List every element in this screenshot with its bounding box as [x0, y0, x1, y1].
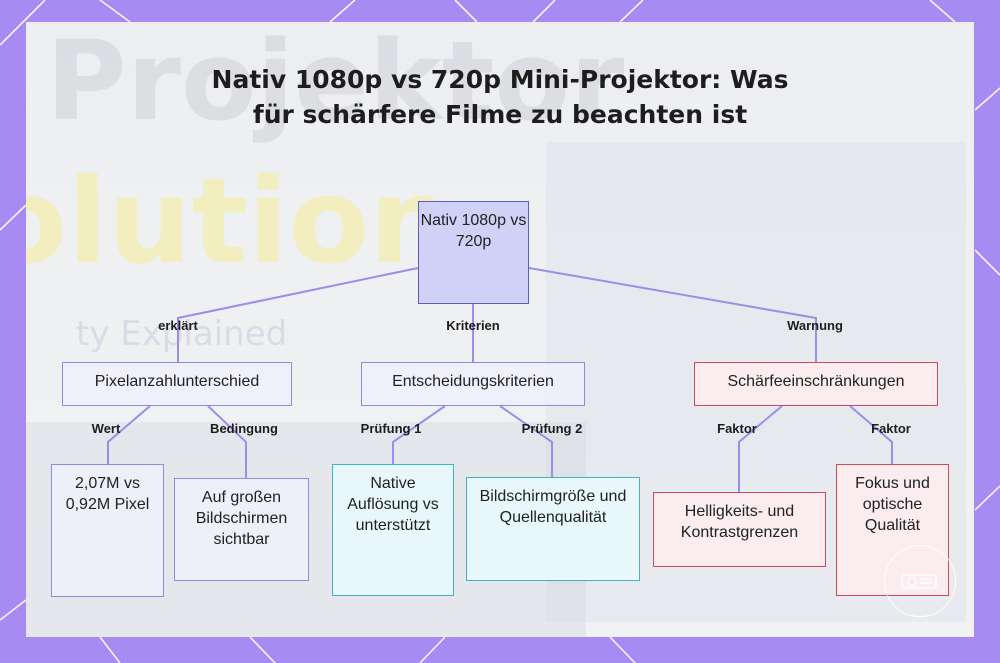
edge-label-explains: erklärt [158, 318, 198, 333]
connector-branch3-child1 [738, 405, 783, 492]
diagram-title: Nativ 1080p vs 720p Mini-Projektor: Was … [211, 65, 789, 129]
connector-branch2-child1 [392, 405, 446, 464]
branch-node-label: Pixelanzahlunterschied [94, 373, 260, 390]
edge-label-check-2: Prüfung 2 [521, 421, 583, 436]
leaf-node-label: Bildschirmgröße und Quellenqualität [479, 488, 627, 526]
leaf-node-label: 2,07M vs 0,92M Pixel [65, 475, 150, 513]
edge-label-factor: Faktor [717, 421, 757, 436]
edge-label-condition: Bedingung [210, 421, 278, 436]
leaf-node-label: Auf großen Bildschirmen sichtbar [195, 489, 288, 548]
projector-icon [901, 574, 937, 589]
root-node-label: Nativ 1080p vs 720p [420, 212, 527, 250]
branch-node-sharpness-limits: Schärfeeinschränkungen [694, 362, 938, 406]
edge-label-factor: Faktor [871, 421, 911, 436]
root-node: Nativ 1080p vs 720p [418, 201, 529, 304]
leaf-node-label: Helligkeits- und Kontrastgrenzen [680, 503, 799, 541]
leaf-node-label: Fokus und optische Qualität [855, 475, 930, 534]
leaf-node-native-resolution: Native Auflösung vs unterstützt [332, 464, 454, 596]
branch-node-pixel-count: Pixelanzahlunterschied [62, 362, 292, 406]
connector-branch1-child1 [107, 405, 151, 464]
connector-branch2-child2 [499, 405, 553, 477]
branch-node-criteria: Entscheidungskriterien [361, 362, 585, 406]
branch-node-label: Entscheidungskriterien [392, 373, 554, 390]
leaf-node-label: Native Auflösung vs unterstützt [347, 475, 439, 534]
edge-label-value: Wert [91, 421, 121, 436]
edge-label-check-1: Prüfung 1 [360, 421, 422, 436]
projector-logo-badge [884, 545, 956, 617]
connector-branch1-child2 [207, 405, 247, 478]
leaf-node-screen-size-source: Bildschirmgröße und Quellenqualität [466, 477, 640, 581]
connector-branch3-child2 [849, 405, 893, 464]
connector-root-branch3 [528, 267, 817, 362]
connector-root-branch1 [177, 267, 419, 362]
edge-label-criteria: Kriterien [446, 318, 500, 333]
branch-node-label: Schärfeeinschränkungen [727, 373, 905, 390]
edge-label-warning: Warnung [787, 318, 843, 333]
leaf-node-large-screens: Auf großen Bildschirmen sichtbar [174, 478, 309, 581]
leaf-node-brightness-contrast: Helligkeits- und Kontrastgrenzen [653, 492, 826, 567]
leaf-node-pixel-values: 2,07M vs 0,92M Pixel [51, 464, 164, 597]
